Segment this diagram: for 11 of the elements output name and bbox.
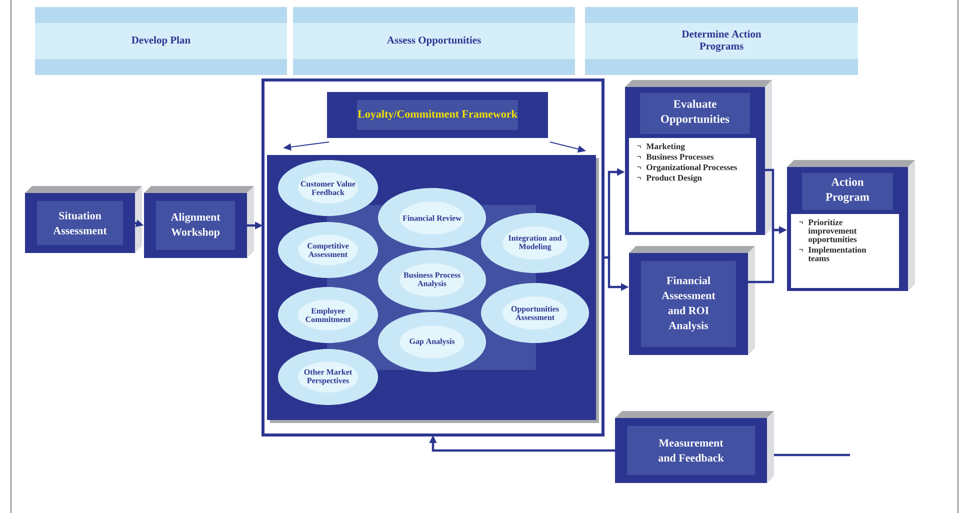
header-band: Determine Action Programs <box>585 7 858 75</box>
process-box: Measurement and Feedback <box>615 411 774 483</box>
header-band: Assess Opportunities <box>293 7 575 75</box>
process-box: Financial Assessment and ROI Analysis <box>629 246 755 355</box>
framework-frame <box>262 78 604 436</box>
process-box: Situation Assessment <box>25 186 142 253</box>
title-box: Loyalty/Commitment Framework <box>327 92 548 138</box>
process-card: Action Program Prioritize improvement opportunities Implementation teams <box>787 160 915 291</box>
process-box: Alignment Workshop <box>144 186 254 258</box>
header-band: Develop Plan <box>35 7 287 75</box>
process-card: Evaluate Opportunities Marketing Business Processes Organizational Processes Product Design <box>625 80 772 235</box>
